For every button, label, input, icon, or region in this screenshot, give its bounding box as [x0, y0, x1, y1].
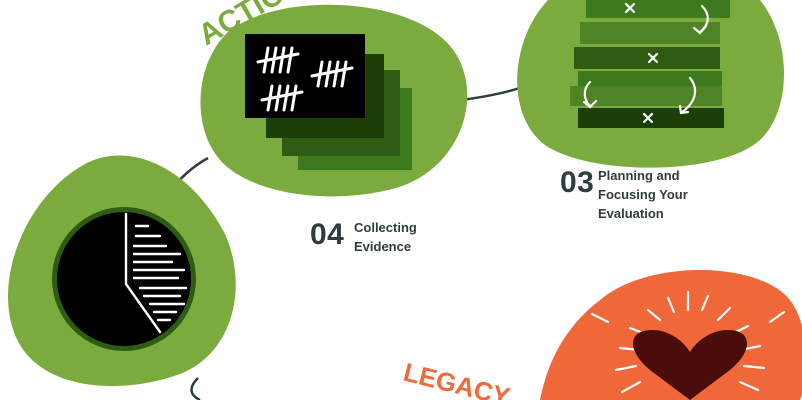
tally-marks-icon: [245, 34, 412, 170]
blob-chart: [8, 155, 236, 387]
step-label-line-3: Evaluation: [598, 206, 664, 221]
step-number: 04: [310, 218, 345, 251]
connector-05-legacy: [190, 377, 201, 400]
step-03-planning: 03 Planning and Focusing Your Evaluation: [560, 166, 720, 228]
blob-collecting-evidence: [200, 4, 468, 197]
step-label-line-1: Planning and: [598, 168, 680, 183]
step-label-line-1: Collecting: [354, 220, 417, 235]
step-number: 03: [560, 166, 595, 199]
step-label-line-2: Focusing Your: [598, 187, 688, 202]
connector-03-04: [461, 84, 526, 102]
step-label-line-2: Evidence: [354, 239, 412, 254]
phase-label-legacy: LEGACY: [401, 357, 513, 400]
circle-chart-icon: [52, 207, 196, 351]
stacked-plan-icon: [570, 0, 730, 128]
step-04-collecting: 04 Collecting Evidence: [310, 218, 450, 262]
heart-icon: [632, 330, 748, 400]
blob-planning: [517, 0, 784, 168]
heart-rays: [590, 290, 786, 394]
blob-heart: [540, 270, 802, 400]
